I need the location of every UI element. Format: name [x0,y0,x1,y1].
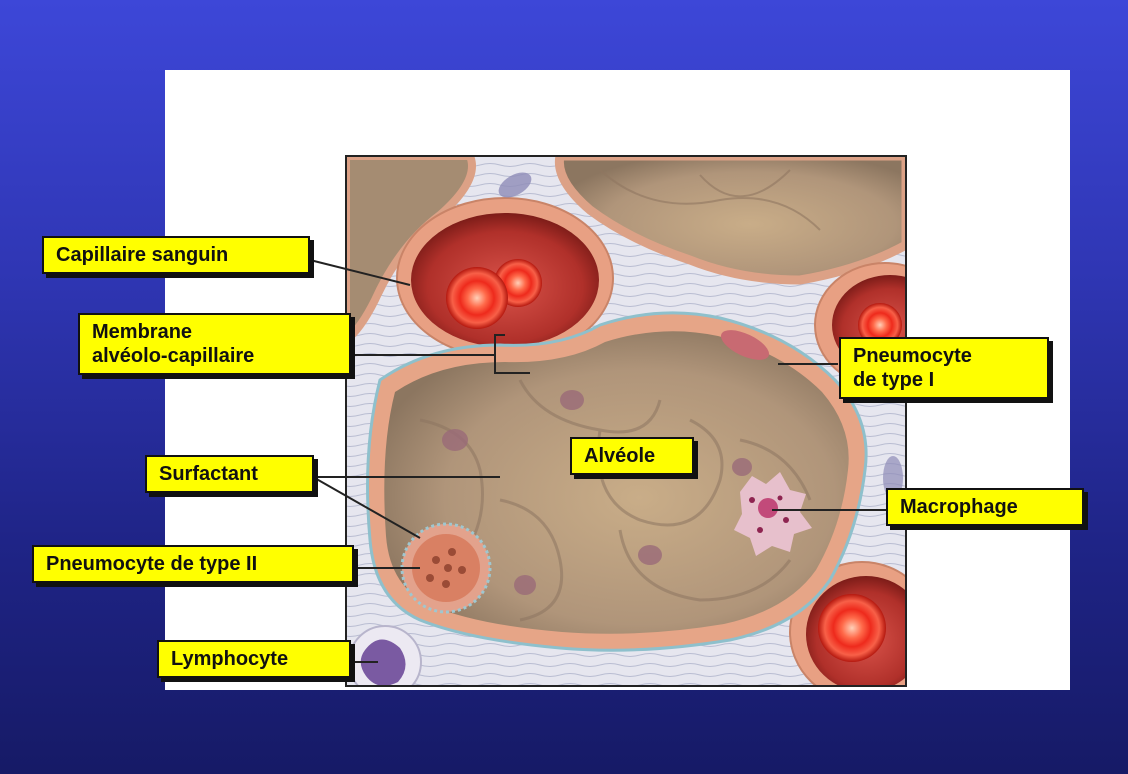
label-pneumocyte-type-two: Pneumocyte de type II [32,545,354,583]
label-macrophage: Macrophage [886,488,1084,526]
red-blood-cell [818,594,886,662]
red-blood-cell [446,267,508,329]
cell-nucleus [514,575,536,595]
cell-nucleus [732,458,752,476]
label-pneumocyte-type-one: Pneumocyte de type I [839,337,1049,399]
cell-nucleus [442,429,468,451]
label-membrane-alveolo-capillaire: Membrane alvéolo-capillaire [78,313,351,375]
cell-nucleus [638,545,662,565]
label-surfactant: Surfactant [145,455,314,493]
cell-nucleus [560,390,584,410]
label-alveole: Alvéole [570,437,694,475]
label-capillaire-sanguin: Capillaire sanguin [42,236,310,274]
label-lymphocyte: Lymphocyte [157,640,351,678]
